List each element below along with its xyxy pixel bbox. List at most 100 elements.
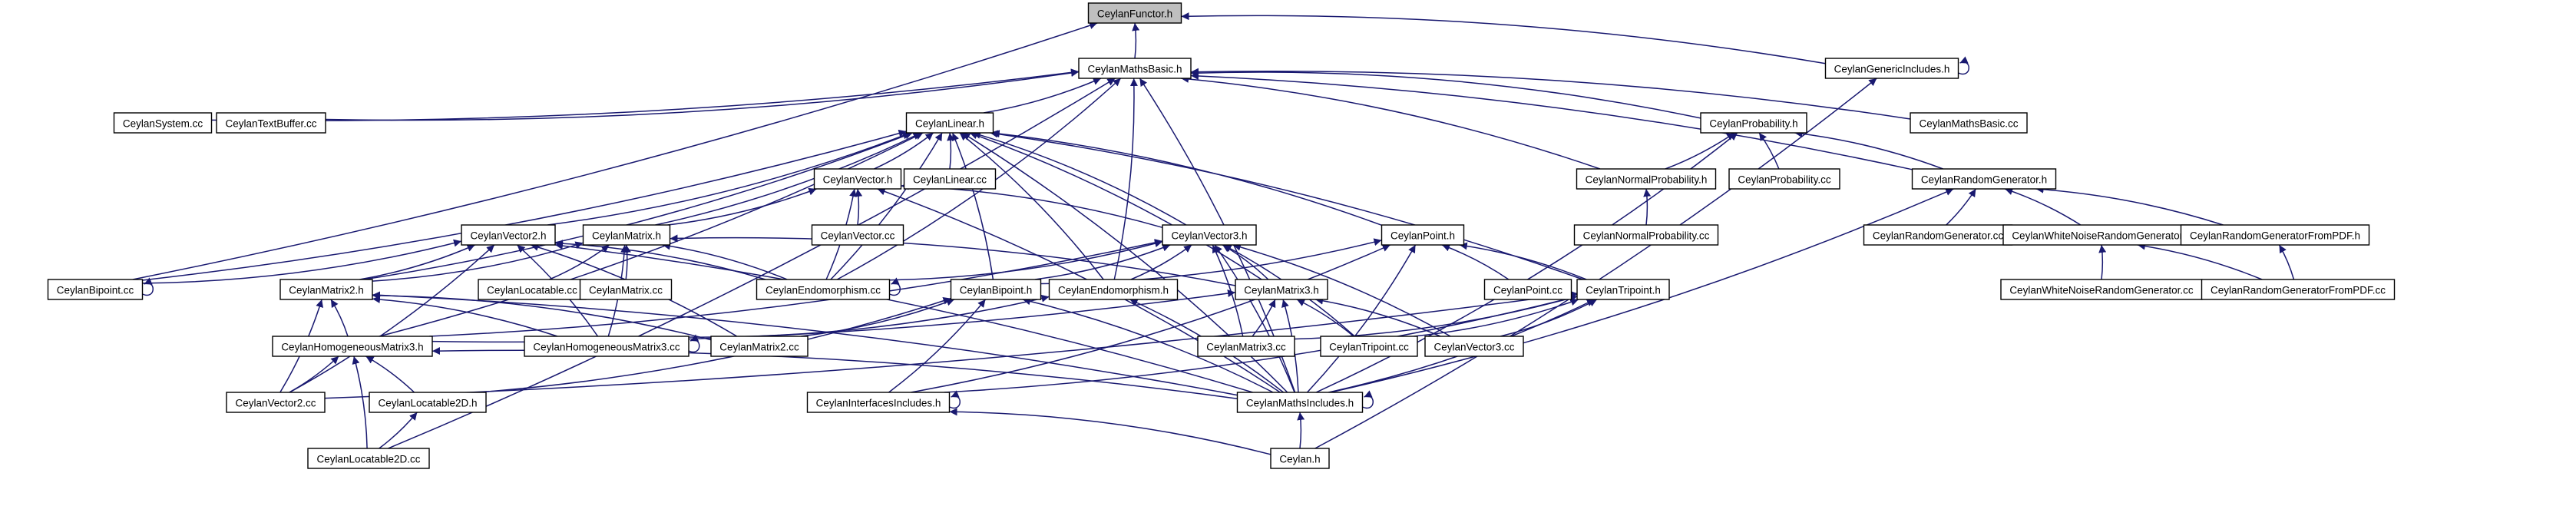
file-node-linear-cc[interactable]: CeylanLinear.cc	[903, 168, 997, 190]
node-box	[307, 448, 430, 469]
file-node-textbuffer-cc[interactable]: CeylanTextBuffer.cc	[216, 112, 326, 134]
file-node-vector2-cc[interactable]: CeylanVector2.cc	[226, 392, 326, 413]
node-label: CeylanLocatable2D.h	[378, 398, 477, 409]
file-node-randpdf-cc[interactable]: CeylanRandomGeneratorFromPDF.cc	[2201, 279, 2396, 300]
file-node-interfaces-h[interactable]: CeylanInterfacesIncludes.h	[806, 392, 951, 413]
edge-matrix-h-to-linear-h	[655, 132, 921, 226]
file-node-vector3-h[interactable]: CeylanVector3.h	[1162, 224, 1257, 246]
file-node-vector-h[interactable]: CeylanVector.h	[813, 168, 902, 190]
node-label: CeylanMatrix2.h	[289, 285, 364, 296]
file-node-point-cc[interactable]: CeylanPoint.cc	[1483, 279, 1572, 300]
edge-mathsincludes-h-to-point-h	[1306, 244, 1417, 393]
file-node-vector3-cc[interactable]: CeylanVector3.cc	[1424, 336, 1524, 357]
file-node-vector-cc[interactable]: CeylanVector.cc	[811, 224, 904, 246]
edge-genericincludes-to-genericincludes	[1958, 56, 1969, 75]
edge-mathsincludes-h-to-bipoint-h	[1022, 297, 1274, 393]
node-box	[2201, 279, 2396, 300]
file-node-locatable-cc[interactable]: CeylanLocatable.cc	[478, 279, 587, 300]
file-node-mathsincludes-h[interactable]: CeylanMathsIncludes.h	[1236, 392, 1364, 413]
node-label: CeylanVector2.cc	[235, 398, 316, 409]
edge-hommatrix3-cc-to-endo-h	[688, 294, 1050, 338]
edge-bipoint-h-to-linear-h	[951, 132, 994, 280]
node-label: CeylanInterfacesIncludes.h	[816, 398, 941, 409]
edge-locatable2d-cc-to-mathsbasic-h	[388, 78, 1116, 449]
edge-bipoint-cc-to-bipoint-cc	[142, 277, 154, 296]
edge-randpdf-cc-to-whitenoise-h	[2137, 242, 2263, 280]
edge-locatable2d-cc-to-hommatrix3-h	[352, 356, 368, 449]
file-node-locatable2d-h[interactable]: CeylanLocatable2D.h	[369, 392, 487, 413]
edge-whitenoise-cc-to-whitenoise-h	[2098, 244, 2107, 280]
file-node-whitenoise-h[interactable]: CeylanWhiteNoiseRandomGenerator.h	[2002, 224, 2201, 246]
node-label: CeylanMathsBasic.h	[1087, 64, 1182, 75]
file-node-tripoint-h[interactable]: CeylanTripoint.h	[1576, 279, 1670, 300]
edge-endo-h-to-vector3-h	[1130, 244, 1192, 280]
edge-normprob-h-to-mathsbasic-h	[1181, 74, 1601, 170]
edge-endo-cc-to-endo-cc	[889, 277, 901, 296]
file-node-bipoint-cc[interactable]: CeylanBipoint.cc	[47, 279, 144, 300]
file-node-locatable2d-cc[interactable]: CeylanLocatable2D.cc	[307, 448, 430, 469]
file-node-system-cc[interactable]: CeylanSystem.cc	[113, 112, 213, 134]
file-node-probability-cc[interactable]: CeylanProbability.cc	[1728, 168, 1840, 190]
node-label: CeylanVector.h	[823, 174, 893, 186]
edge-endo-cc-to-matrix-h	[662, 242, 788, 280]
edge-hommatrix3-cc-to-matrix2-h	[372, 296, 558, 337]
node-box	[1236, 392, 1364, 413]
file-node-matrix2-cc[interactable]: CeylanMatrix2.cc	[710, 336, 809, 357]
edge-endo-h-to-mathsbasic-h	[1113, 78, 1138, 280]
edge-whitenoise-h-to-randgen-h	[2004, 187, 2082, 226]
file-node-endo-h[interactable]: CeylanEndomorphism.h	[1048, 279, 1179, 300]
edge-mathsincludes-h-to-vector-h	[877, 187, 1281, 393]
edge-normprob-cc-to-normprob-h	[1643, 188, 1652, 226]
file-node-tripoint-cc[interactable]: CeylanTripoint.cc	[1320, 336, 1418, 357]
file-node-normprob-h[interactable]: CeylanNormalProbability.h	[1576, 168, 1717, 190]
node-box	[1270, 448, 1330, 469]
file-node-vector2-h[interactable]: CeylanVector2.h	[461, 224, 556, 246]
node-label: CeylanMathsBasic.cc	[1919, 118, 2018, 130]
node-box	[272, 336, 433, 357]
edge-vector2-cc-to-hommatrix3-h	[289, 356, 339, 393]
file-node-matrix2-h[interactable]: CeylanMatrix2.h	[279, 279, 373, 300]
edge-matrix2-cc-to-bipoint-h	[801, 298, 955, 337]
edge-locatable2d-h-to-bipoint-h	[478, 296, 951, 393]
file-node-hommatrix3-cc[interactable]: CeylanHomogeneousMatrix3.cc	[524, 336, 689, 357]
edge-mathsincludes-h-to-vector2-h	[554, 242, 1253, 393]
file-node-matrix3-h[interactable]: CeylanMatrix3.h	[1235, 279, 1328, 300]
file-node-mathsbasic-cc[interactable]: CeylanMathsBasic.cc	[1910, 112, 2028, 134]
file-node-mathsbasic-h[interactable]: CeylanMathsBasic.h	[1078, 58, 1192, 79]
node-box	[524, 336, 689, 357]
edge-bipoint-h-to-vector3-h	[1034, 243, 1171, 280]
edge-locatable2d-h-to-hommatrix3-h	[365, 356, 415, 393]
file-node-whitenoise-cc[interactable]: CeylanWhiteNoiseRandomGenerator.cc	[2000, 279, 2203, 300]
edge-vector-h-to-linear-h	[874, 132, 934, 170]
node-box	[279, 279, 373, 300]
file-node-ceylan-h[interactable]: Ceylan.h	[1270, 448, 1330, 469]
edge-tripoint-cc-to-tripoint-h	[1414, 298, 1579, 337]
file-node-linear-h[interactable]: CeylanLinear.h	[905, 112, 994, 134]
edge-vector2-cc-to-vector2-h	[289, 244, 495, 393]
file-node-functor[interactable]: CeylanFunctor.h	[1087, 2, 1182, 24]
node-label: CeylanPoint.h	[1391, 230, 1455, 242]
file-node-matrix-h[interactable]: CeylanMatrix.h	[582, 224, 671, 246]
edge-bipoint-cc-to-vector2-h	[142, 239, 462, 284]
file-node-genericincludes[interactable]: CeylanGenericIncludes.h	[1824, 58, 1959, 79]
file-node-randgen-cc[interactable]: CeylanRandomGenerator.cc	[1863, 224, 2013, 246]
file-node-randpdf-h[interactable]: CeylanRandomGeneratorFromPDF.h	[2180, 224, 2370, 246]
file-node-normprob-cc[interactable]: CeylanNormalProbability.cc	[1573, 224, 1719, 246]
node-label: CeylanVector3.cc	[1433, 342, 1514, 353]
edge-linear-h-to-mathsbasic-h	[983, 78, 1102, 114]
file-node-hommatrix3-h[interactable]: CeylanHomogeneousMatrix3.h	[272, 336, 433, 357]
file-node-randgen-h[interactable]: CeylanRandomGenerator.h	[1911, 168, 2057, 190]
file-node-endo-cc[interactable]: CeylanEndomorphism.cc	[756, 279, 891, 300]
file-node-matrix-cc[interactable]: CeylanMatrix.cc	[579, 279, 673, 300]
file-node-point-h[interactable]: CeylanPoint.h	[1381, 224, 1465, 246]
edge-normprob-h-to-probability-h	[1665, 132, 1735, 170]
edge-vector2-h-to-linear-h	[547, 131, 911, 226]
node-box	[1573, 224, 1719, 246]
node-box	[903, 168, 997, 190]
file-node-matrix3-cc[interactable]: CeylanMatrix3.cc	[1197, 336, 1295, 357]
file-node-probability-h[interactable]: CeylanProbability.h	[1700, 112, 1807, 134]
node-label: CeylanBipoint.cc	[57, 285, 134, 296]
edge-matrix2-h-to-linear-h	[363, 131, 913, 280]
file-node-bipoint-h[interactable]: CeylanBipoint.h	[950, 279, 1042, 300]
